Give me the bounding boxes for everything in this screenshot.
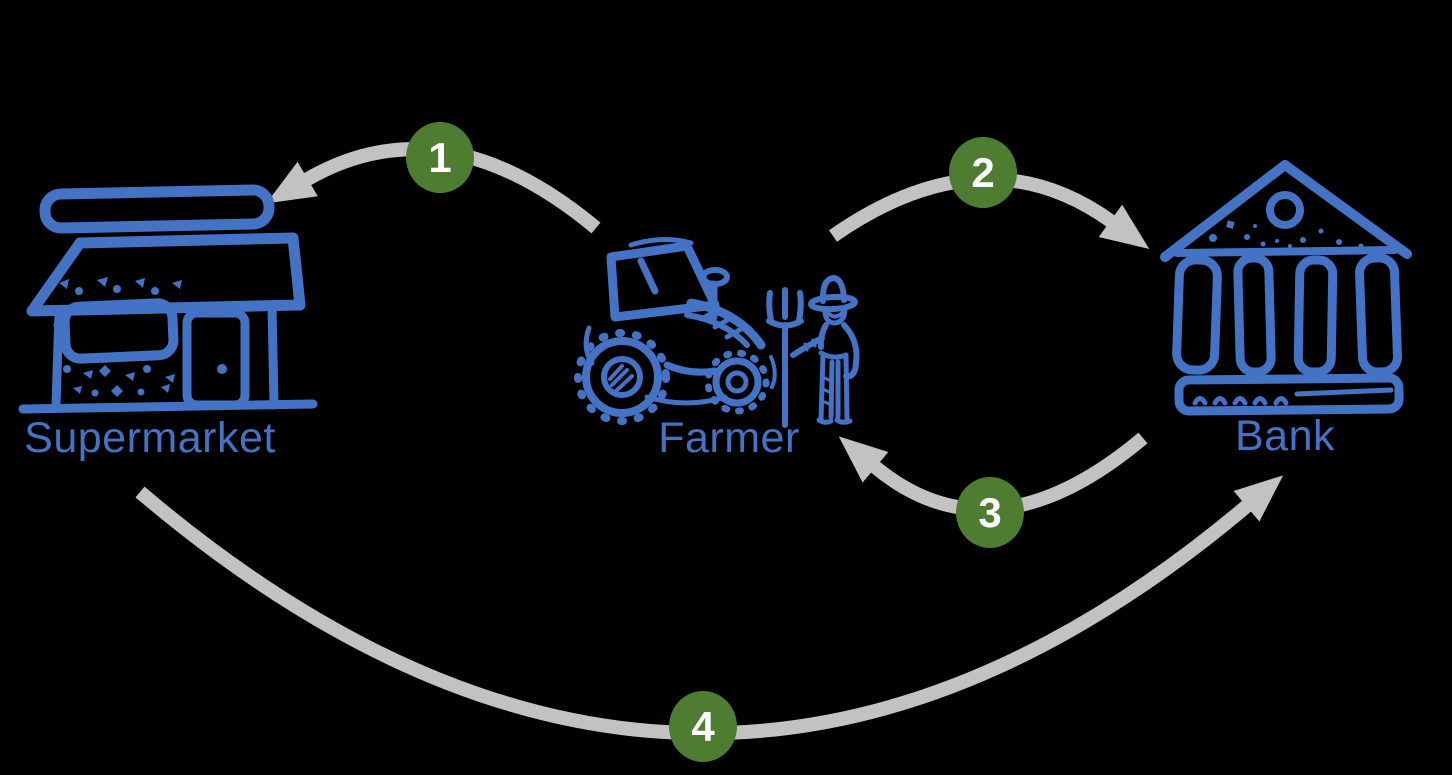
- farmer-waist: [818, 350, 849, 360]
- tractor-under-swoosh: [644, 394, 728, 406]
- store-sign: [39, 184, 275, 234]
- bank-label: Bank: [1234, 412, 1336, 460]
- store-door-knob: [217, 364, 227, 374]
- farmer-arm: [790, 335, 825, 358]
- bank-pediment-base: [1173, 246, 1399, 257]
- tractor-rear-wheel: [574, 329, 670, 425]
- step-badge-3: 3: [956, 477, 1024, 548]
- farmer-label: Farmer: [658, 414, 800, 462]
- bank-base-marks: [1192, 387, 1394, 406]
- step-badge-4: 4: [669, 691, 737, 762]
- supermarket-label: Supermarket: [24, 414, 276, 462]
- pitchfork: [766, 287, 804, 428]
- store-door: [182, 308, 250, 410]
- bank-columns: [1172, 253, 1402, 377]
- step-number-2: 2: [971, 148, 995, 196]
- bank-pediment-speckles: [1209, 220, 1383, 250]
- step-badge-2: 2: [949, 137, 1017, 208]
- farmer-body-right: [841, 322, 860, 380]
- bank-pediment: [1160, 160, 1412, 262]
- step-badge-1: 1: [406, 122, 474, 193]
- bank-pediment-circle: [1266, 191, 1304, 229]
- farmer-hat-crown: [819, 275, 847, 304]
- farmer-figure: [790, 275, 860, 425]
- farmer-face: [822, 307, 848, 326]
- farmer-legs: [816, 354, 853, 425]
- farmer-sleeve-marks: [803, 338, 817, 352]
- store-right-wall: [267, 302, 279, 410]
- tractor-hood-hatching: [702, 306, 744, 340]
- supermarket-icon: [18, 184, 318, 414]
- farmer-hat-brim: [808, 293, 858, 313]
- farmer-leg-marks: [823, 376, 831, 406]
- tractor-cab-window: [637, 257, 659, 295]
- tractor-exhaust-top: [700, 267, 730, 287]
- tractor-front-wheel: [704, 349, 770, 415]
- tractor: [574, 237, 777, 425]
- step-number-3: 3: [978, 488, 1002, 536]
- step-number-4: 4: [691, 702, 715, 750]
- store-ground-line: [18, 399, 318, 414]
- store-awning: [26, 232, 306, 317]
- farmer-icon: [574, 237, 860, 428]
- bank-base: [1174, 373, 1404, 416]
- farmer-smile: [826, 311, 844, 319]
- store-speckles: [53, 277, 182, 397]
- tractor-right-swoosh: [769, 355, 777, 389]
- bank-icon: [1160, 160, 1412, 416]
- step-number-1: 1: [428, 133, 452, 181]
- store-window: [59, 298, 179, 364]
